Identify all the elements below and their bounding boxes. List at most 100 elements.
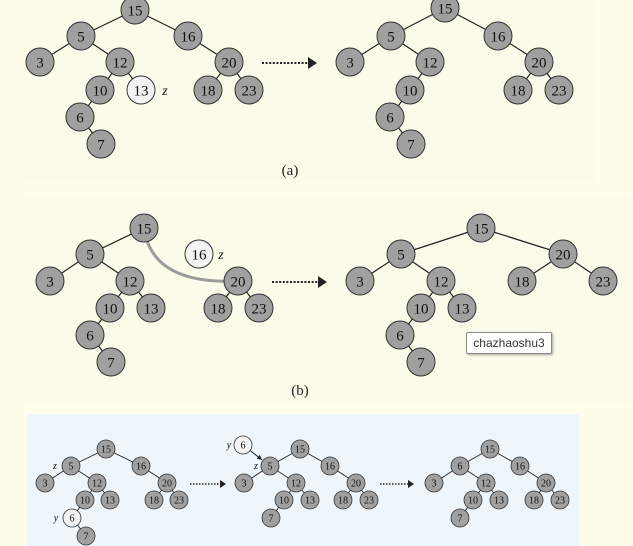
c_step3-node-label-12: 12	[481, 479, 491, 490]
c_step3-node-15	[480, 439, 500, 459]
a_after-node-label-5: 5	[387, 29, 395, 45]
a_before-node-10	[85, 75, 115, 105]
b_after-node-label-18: 18	[515, 274, 530, 290]
c_step1-node-7	[76, 526, 96, 546]
b_after-node-label-6: 6	[396, 328, 404, 344]
a_before-node-label-15: 15	[128, 3, 143, 19]
a_before-tag-z: z	[161, 84, 168, 99]
b_before-node-label-5: 5	[86, 247, 94, 263]
a_after-node-label-20: 20	[532, 55, 547, 71]
b_before-node-15	[129, 213, 159, 243]
a_after-node-5	[376, 21, 406, 51]
caption-b: (b)	[291, 383, 309, 399]
a_after-node-label-3: 3	[346, 55, 354, 71]
a_after-node-18	[503, 75, 533, 105]
c_step3-node-label-7: 7	[458, 514, 463, 525]
c_step3-node-3	[424, 473, 444, 493]
c_step2-tag-z: z	[253, 461, 258, 472]
a_before-node-label-13: 13	[134, 83, 149, 99]
c_step1-node-12	[87, 473, 107, 493]
b_before-node-label-13: 13	[144, 301, 159, 317]
b_after-node-20	[548, 239, 578, 269]
b_before-tag-z: z	[217, 248, 224, 263]
c_step3-node-label-20: 20	[541, 479, 551, 490]
b_after-node-label-13: 13	[455, 301, 470, 317]
b_before-node-label-12: 12	[123, 274, 138, 290]
b_after-node-5	[386, 239, 416, 269]
a_before-node-23	[234, 75, 264, 105]
c_step3-node-label-18: 18	[529, 496, 539, 507]
arrow-c2-head	[408, 480, 414, 488]
a_after-node-label-23: 23	[552, 83, 567, 99]
b_after-node-23	[588, 266, 618, 296]
b_before-node-7	[96, 347, 126, 377]
c_step3-node-23	[550, 490, 570, 510]
image-tooltip: chazhaoshu3	[466, 332, 552, 354]
a_after-node-label-6: 6	[386, 110, 394, 126]
c_step2-node-label-15: 15	[295, 445, 305, 456]
c_step1-node-label-18: 18	[149, 496, 159, 507]
c_step2-node-18	[333, 490, 353, 510]
a_before-node-label-10: 10	[93, 83, 108, 99]
c_step2-tag-y: y	[226, 440, 232, 451]
a_after-node-label-16: 16	[491, 29, 507, 45]
c_step3-node-6	[450, 456, 470, 476]
c_step2-node-16	[320, 456, 340, 476]
c_step2-node-12	[286, 473, 306, 493]
c_step2-node-20	[346, 473, 366, 493]
b_after-node-label-5: 5	[397, 247, 405, 263]
c_step3-node-12	[476, 473, 496, 493]
c_step3-node-label-23: 23	[555, 496, 565, 507]
c_step2-node-label-12: 12	[291, 479, 301, 490]
c_step2-node-label-16: 16	[325, 462, 335, 473]
a_before-node-5	[66, 21, 96, 51]
a_before-node-label-3: 3	[36, 55, 44, 71]
c_step1-node-label-6: 6	[70, 514, 75, 525]
b_before-node-label-6: 6	[86, 328, 94, 344]
c_step2-node-label-13: 13	[305, 496, 315, 507]
b_before-node-label-7: 7	[107, 355, 115, 371]
c_step2-node-10	[274, 490, 294, 510]
b_after-node-label-15: 15	[474, 221, 489, 237]
b_before-node-23	[244, 293, 274, 323]
a_before-node-3	[25, 47, 55, 77]
a_after-node-16	[483, 21, 513, 51]
c_step1-node-label-7: 7	[84, 532, 89, 543]
c_step1-tag-z: z	[52, 461, 57, 472]
a_before-node-label-12: 12	[113, 55, 128, 71]
b_before-node-18	[203, 293, 233, 323]
b_after-node-label-23: 23	[596, 274, 611, 290]
c_step3-node-label-10: 10	[468, 496, 478, 507]
a_before-node-label-18: 18	[201, 83, 216, 99]
a_before-node-15	[120, 0, 150, 25]
a_before-node-label-5: 5	[77, 29, 85, 45]
a_before-node-18	[193, 75, 223, 105]
b_before-node-label-23: 23	[252, 301, 267, 317]
c_step2-move-arrowhead	[256, 454, 263, 460]
caption-a: (a)	[282, 163, 299, 179]
c_step2-node-label-10: 10	[279, 496, 289, 507]
c_step2-node-3	[234, 473, 254, 493]
a_after-node-label-18: 18	[511, 83, 526, 99]
b_before-node-label-15: 15	[137, 221, 152, 237]
c_step3-node-20	[536, 473, 556, 493]
c_step1-node-label-12: 12	[92, 479, 102, 490]
a_after-node-15	[430, 0, 460, 23]
c_step2-node-label-23: 23	[364, 496, 374, 507]
c_step1-node-label-15: 15	[101, 445, 111, 456]
b_after-node-label-10: 10	[414, 301, 429, 317]
a_after-node-label-7: 7	[407, 137, 415, 153]
b_after-node-6	[385, 320, 415, 350]
c_step3-node-18	[524, 490, 544, 510]
b_before-node-3	[35, 266, 65, 296]
c_step2-node-label-18: 18	[338, 496, 348, 507]
a_before-node-label-20: 20	[222, 55, 237, 71]
b_before-node-label-10: 10	[103, 301, 118, 317]
arrow-b-head	[318, 276, 327, 288]
b_after-node-label-12: 12	[434, 274, 449, 290]
c_step1-node-label-23: 23	[174, 496, 184, 507]
arrow-a-head	[308, 57, 317, 69]
c_step3-node-label-16: 16	[515, 462, 525, 473]
